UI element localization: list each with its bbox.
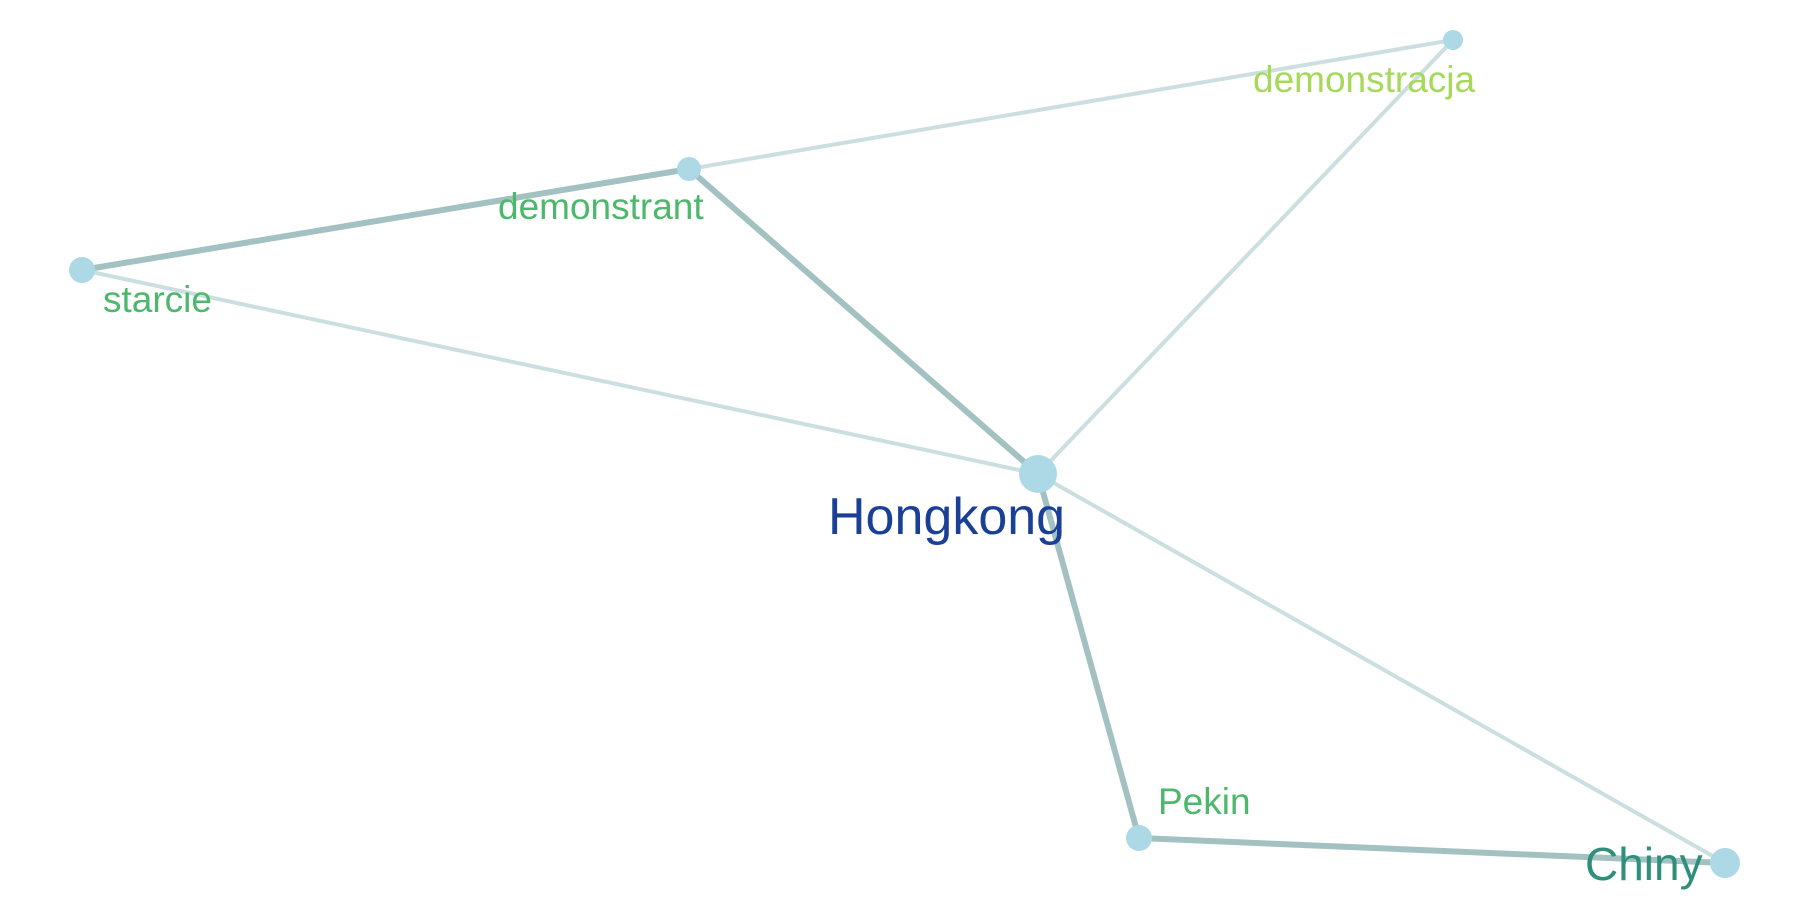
node-demonstracja <box>1443 30 1463 50</box>
edge-starcie-hongkong <box>80 268 1040 476</box>
node-demonstrant <box>677 157 701 181</box>
node-starcie <box>69 257 95 283</box>
node-hongkong <box>1019 455 1057 493</box>
node-label-hongkong: Hongkong <box>828 488 1065 546</box>
edges-layer <box>79 38 1728 866</box>
edge-pekin-chiny <box>1136 835 1728 866</box>
node-label-chiny: Chiny <box>1585 838 1703 890</box>
nodes-layer <box>69 30 1740 878</box>
node-label-demonstrant: demonstrant <box>498 186 704 227</box>
edge-demonstrant-demonstracja <box>687 38 1455 171</box>
edge-hongkong-chiny <box>1036 472 1727 865</box>
edge-starcie-demonstrant <box>79 166 692 273</box>
edge-demonstracja-hongkong <box>1036 38 1455 476</box>
labels-layer: Hongkong demonstrant demonstracja starciePe… <box>103 59 1703 890</box>
edge-hongkong-pekin <box>1035 471 1142 841</box>
edge-demonstrant-hongkong <box>686 166 1041 477</box>
node-label-pekin: Pekin <box>1158 781 1251 822</box>
node-chiny <box>1710 848 1740 878</box>
node-pekin <box>1126 825 1152 851</box>
node-label-starcie: starcie <box>103 279 212 320</box>
node-label-demonstracja: demonstracja <box>1253 59 1476 100</box>
